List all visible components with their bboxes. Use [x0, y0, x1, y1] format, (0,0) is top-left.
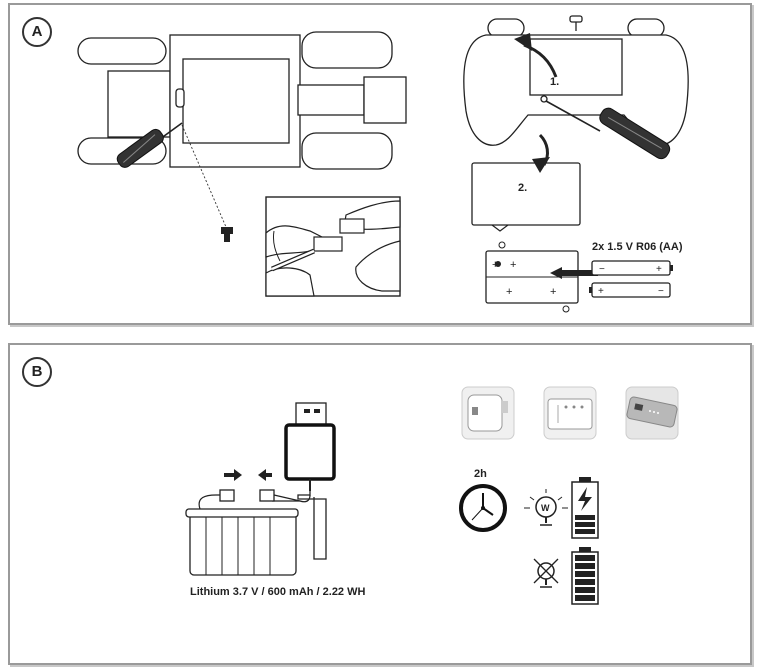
arrow-2-head-icon	[532, 157, 550, 173]
power-bank-icon	[625, 386, 679, 440]
usb-charger-plug	[284, 402, 336, 491]
connector-photo	[265, 196, 401, 297]
light-bulb-on-icon: W	[524, 489, 568, 526]
battery-charging-icon	[571, 477, 599, 539]
light-bulb-off-icon	[533, 558, 559, 588]
battery-cover	[471, 162, 581, 226]
vehicle-diagram	[77, 31, 407, 170]
screw-hole-icon	[540, 95, 548, 103]
panel-a: A	[8, 3, 752, 325]
lithium-spec-label: Lithium 3.7 V / 600 mAh / 2.22 WH	[190, 586, 365, 598]
clock-icon	[459, 484, 507, 532]
battery-spec-label: 2x 1.5 V R06 (AA)	[592, 241, 683, 253]
gamepad-diagram	[463, 15, 689, 146]
battery-pack	[185, 508, 299, 576]
screwdriver-right-icon	[545, 100, 671, 160]
battery-full-icon	[571, 547, 599, 605]
panel-b-badge: B	[22, 357, 52, 387]
connector-female	[219, 489, 235, 502]
step-2-label: 2.	[518, 182, 527, 194]
svg-text:+: +	[506, 286, 512, 298]
svg-text:−: −	[599, 264, 605, 275]
screw-guide-line	[181, 124, 227, 228]
panel-a-illustration: 1. 2. + + + + 2x 1.5 V R06 (AA)	[77, 15, 689, 313]
panel-a-badge: A	[22, 17, 52, 47]
connector-male	[259, 489, 275, 502]
panel-b: B Lithium 3.7 V / 600 mAh	[8, 343, 752, 665]
aa-battery-2: + −	[589, 282, 671, 298]
svg-text:+: +	[550, 286, 556, 298]
screw-icon	[221, 227, 233, 242]
svg-text:W: W	[541, 503, 550, 513]
panel-b-illustration: Lithium 3.7 V / 600 mAh / 2.22 WH 2h	[185, 386, 679, 605]
charge-time-label: 2h	[474, 468, 487, 480]
screwdriver-icon	[116, 122, 183, 168]
charging-cable	[297, 491, 327, 560]
wall-adapter-icon	[461, 386, 515, 440]
svg-text:+: +	[598, 286, 604, 297]
computer-usb-icon	[543, 386, 597, 440]
svg-text:+: +	[510, 259, 516, 271]
svg-text:+: +	[656, 264, 662, 275]
battery-compartment: + + + +	[485, 241, 579, 313]
svg-text:−: −	[658, 286, 664, 297]
arrow-1-head-icon	[514, 33, 532, 51]
step-1-label: 1.	[550, 76, 559, 88]
aa-battery-1: − +	[591, 260, 673, 276]
